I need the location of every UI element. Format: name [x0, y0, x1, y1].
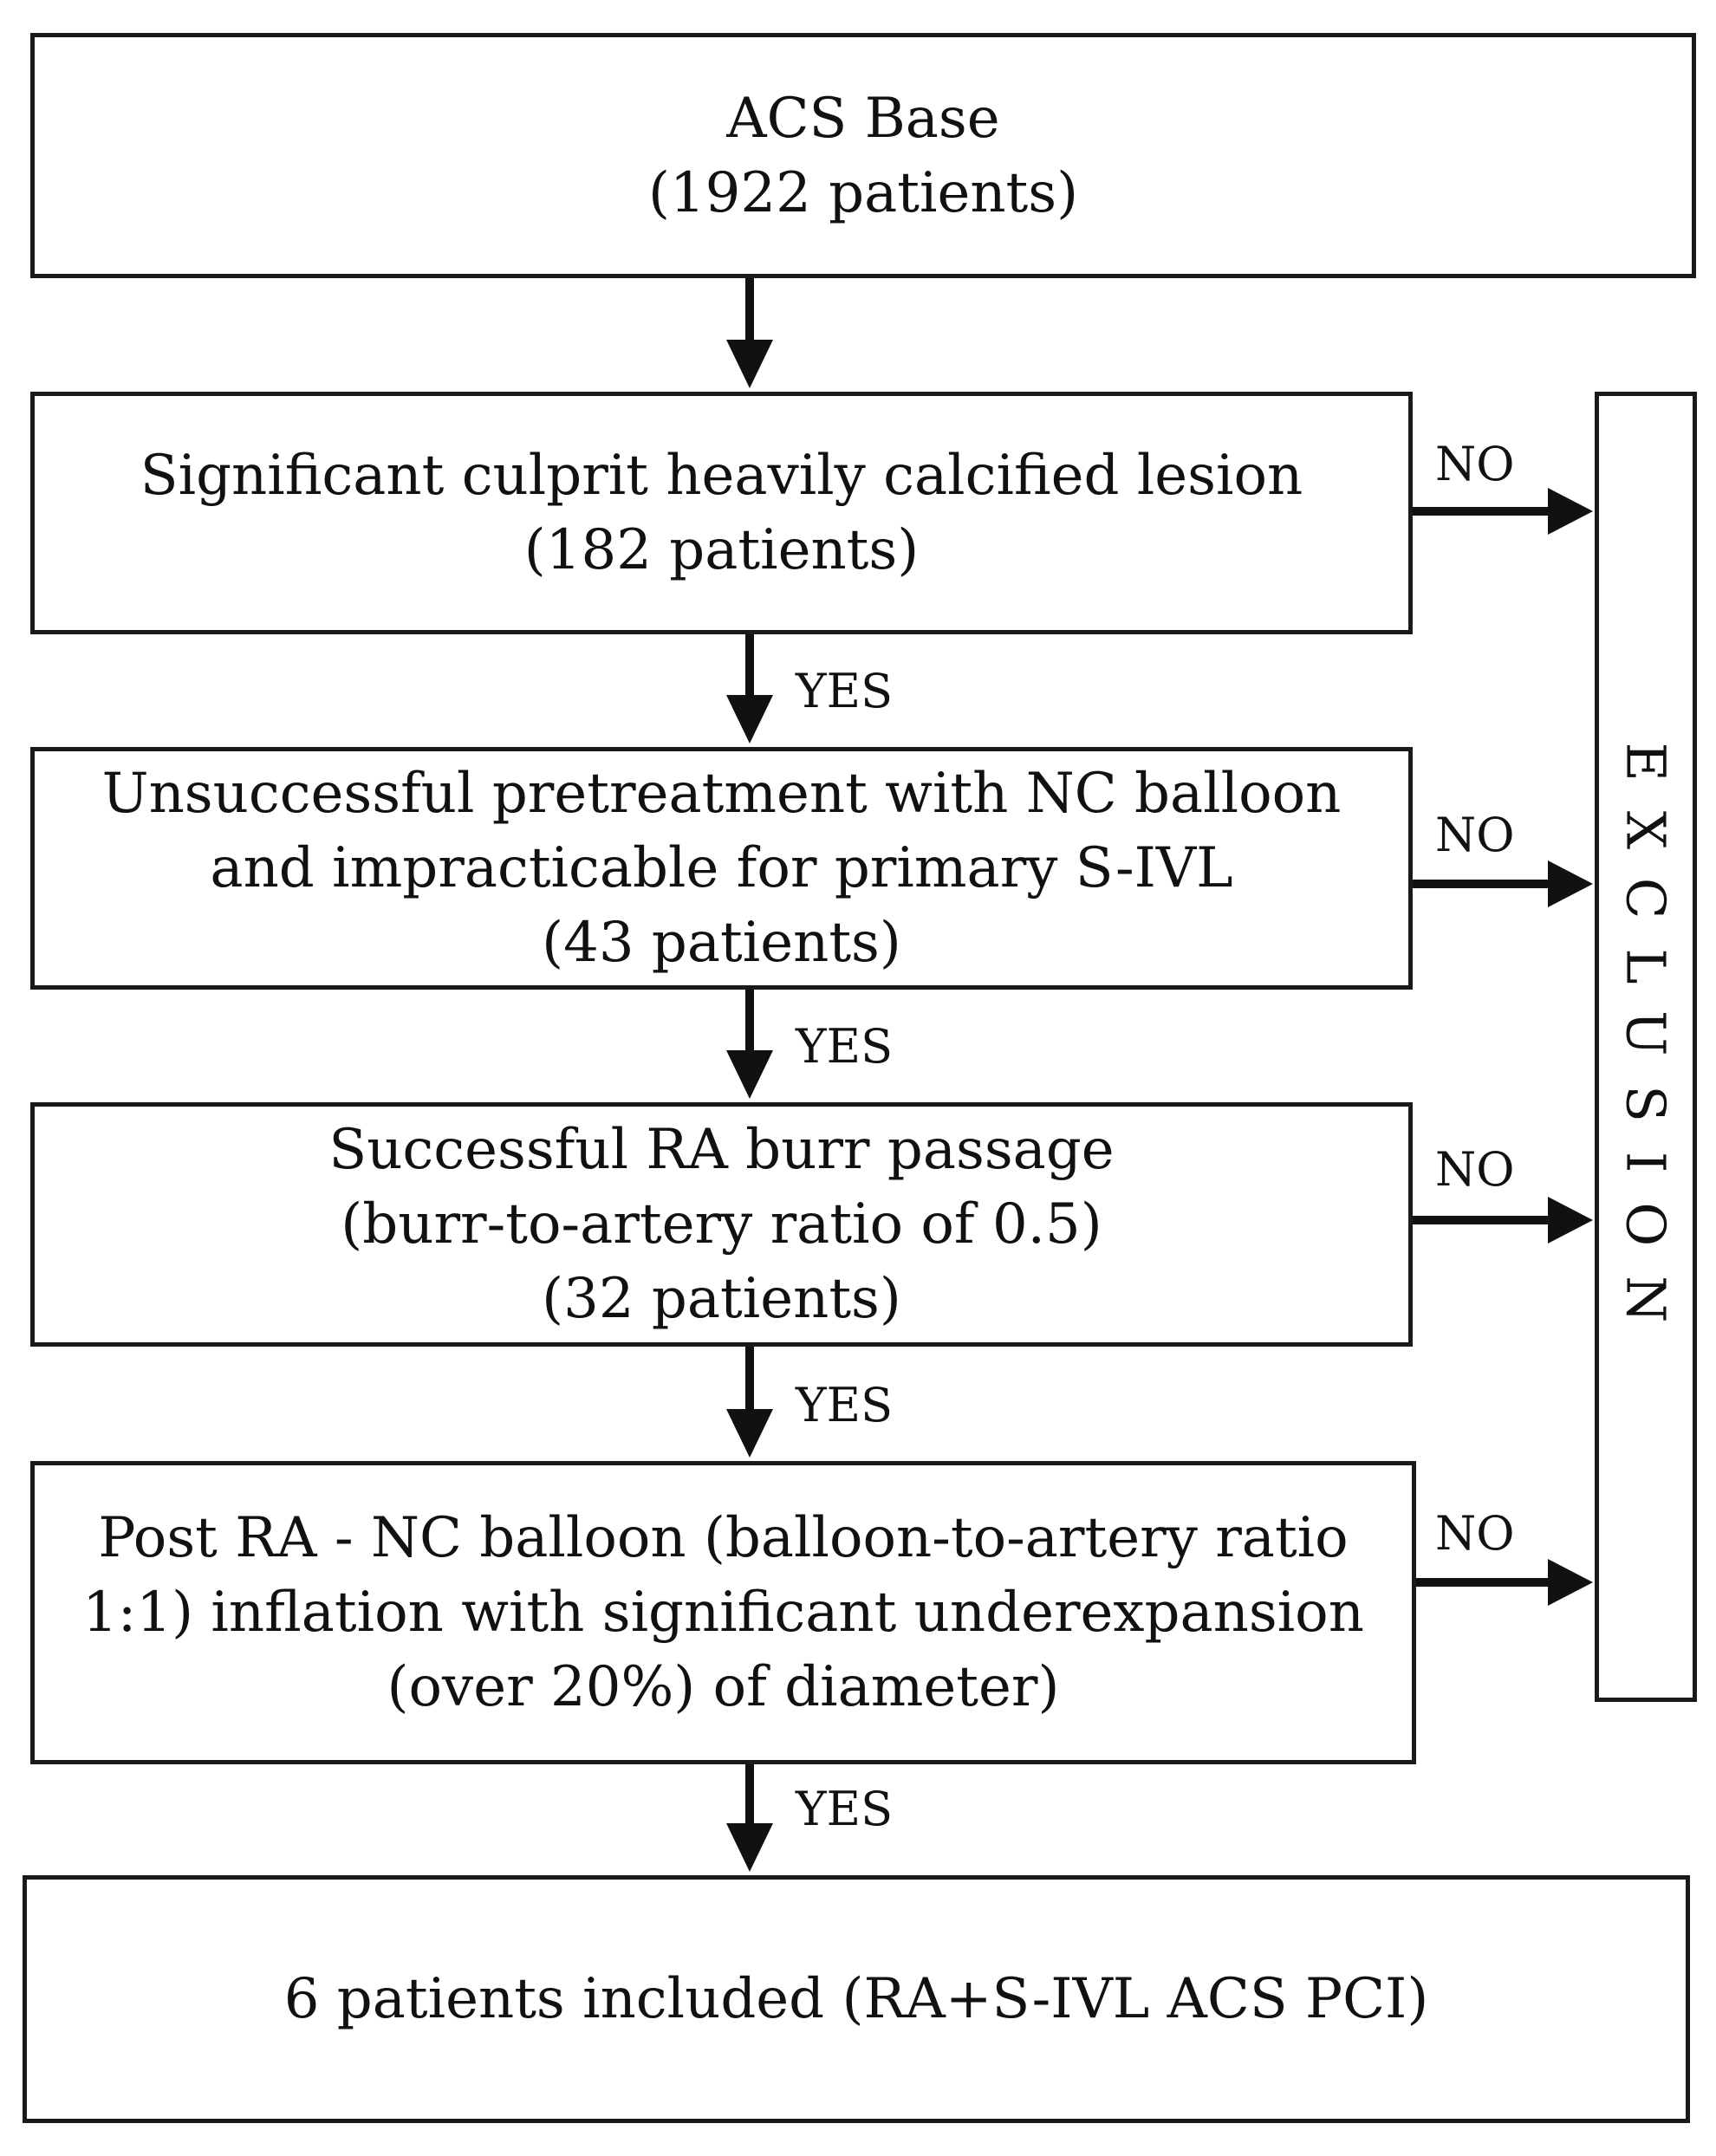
box-line: (1922 patients)	[647, 160, 1079, 225]
arrow-down-4	[726, 1347, 773, 1458]
no-label: NO	[1435, 437, 1515, 491]
box-line: (182 patients)	[523, 518, 920, 582]
yes-label: YES	[796, 1782, 894, 1836]
arrow-right-3	[1413, 1197, 1593, 1244]
box-pretreatment: Unsuccessful pretreatment with NC balloo…	[30, 747, 1413, 990]
box-line: Unsuccessful pretreatment with NC balloo…	[101, 762, 1342, 826]
box-line: Post RA - NC balloon (balloon-to-artery …	[98, 1506, 1349, 1570]
box-line: (43 patients)	[542, 911, 901, 975]
box-line: ACS Base	[726, 86, 1000, 151]
arrow-down-3	[726, 990, 773, 1099]
arrow-right-4	[1416, 1559, 1593, 1606]
no-label: NO	[1435, 808, 1515, 862]
yes-label: YES	[796, 664, 894, 718]
box-line: 6 patients included (RA+S-IVL ACS PCI)	[283, 1967, 1429, 2031]
box-calcified-lesion: Significant culprit heavily calcified le…	[30, 392, 1413, 634]
box-line: 1:1) inflation with significant underexp…	[82, 1581, 1364, 1645]
box-line: (32 patients)	[542, 1267, 901, 1331]
box-line: and impracticable for primary S-IVL	[210, 836, 1233, 900]
arrow-down-1	[726, 278, 773, 388]
arrow-right-1	[1413, 488, 1593, 535]
no-label: NO	[1435, 1506, 1515, 1561]
arrow-down-5	[726, 1764, 773, 1872]
arrow-down-2	[726, 634, 773, 744]
yes-label: YES	[796, 1378, 894, 1432]
box-burr-passage: Successful RA burr passage (burr-to-arte…	[30, 1102, 1413, 1347]
exclusion-box: EXCLUSION	[1595, 392, 1697, 1702]
box-line: (over 20%) of diameter)	[387, 1655, 1060, 1719]
yes-label: YES	[796, 1019, 894, 1074]
no-label: NO	[1435, 1142, 1515, 1197]
box-line: Successful RA burr passage	[328, 1118, 1115, 1182]
box-line: (burr-to-artery ratio of 0.5)	[341, 1192, 1102, 1257]
box-acs-base: ACS Base (1922 patients)	[30, 33, 1696, 278]
box-post-ra: Post RA - NC balloon (balloon-to-artery …	[30, 1461, 1416, 1764]
arrow-right-2	[1413, 860, 1593, 907]
box-included: 6 patients included (RA+S-IVL ACS PCI)	[23, 1875, 1690, 2123]
box-line: Significant culprit heavily calcified le…	[140, 444, 1303, 508]
